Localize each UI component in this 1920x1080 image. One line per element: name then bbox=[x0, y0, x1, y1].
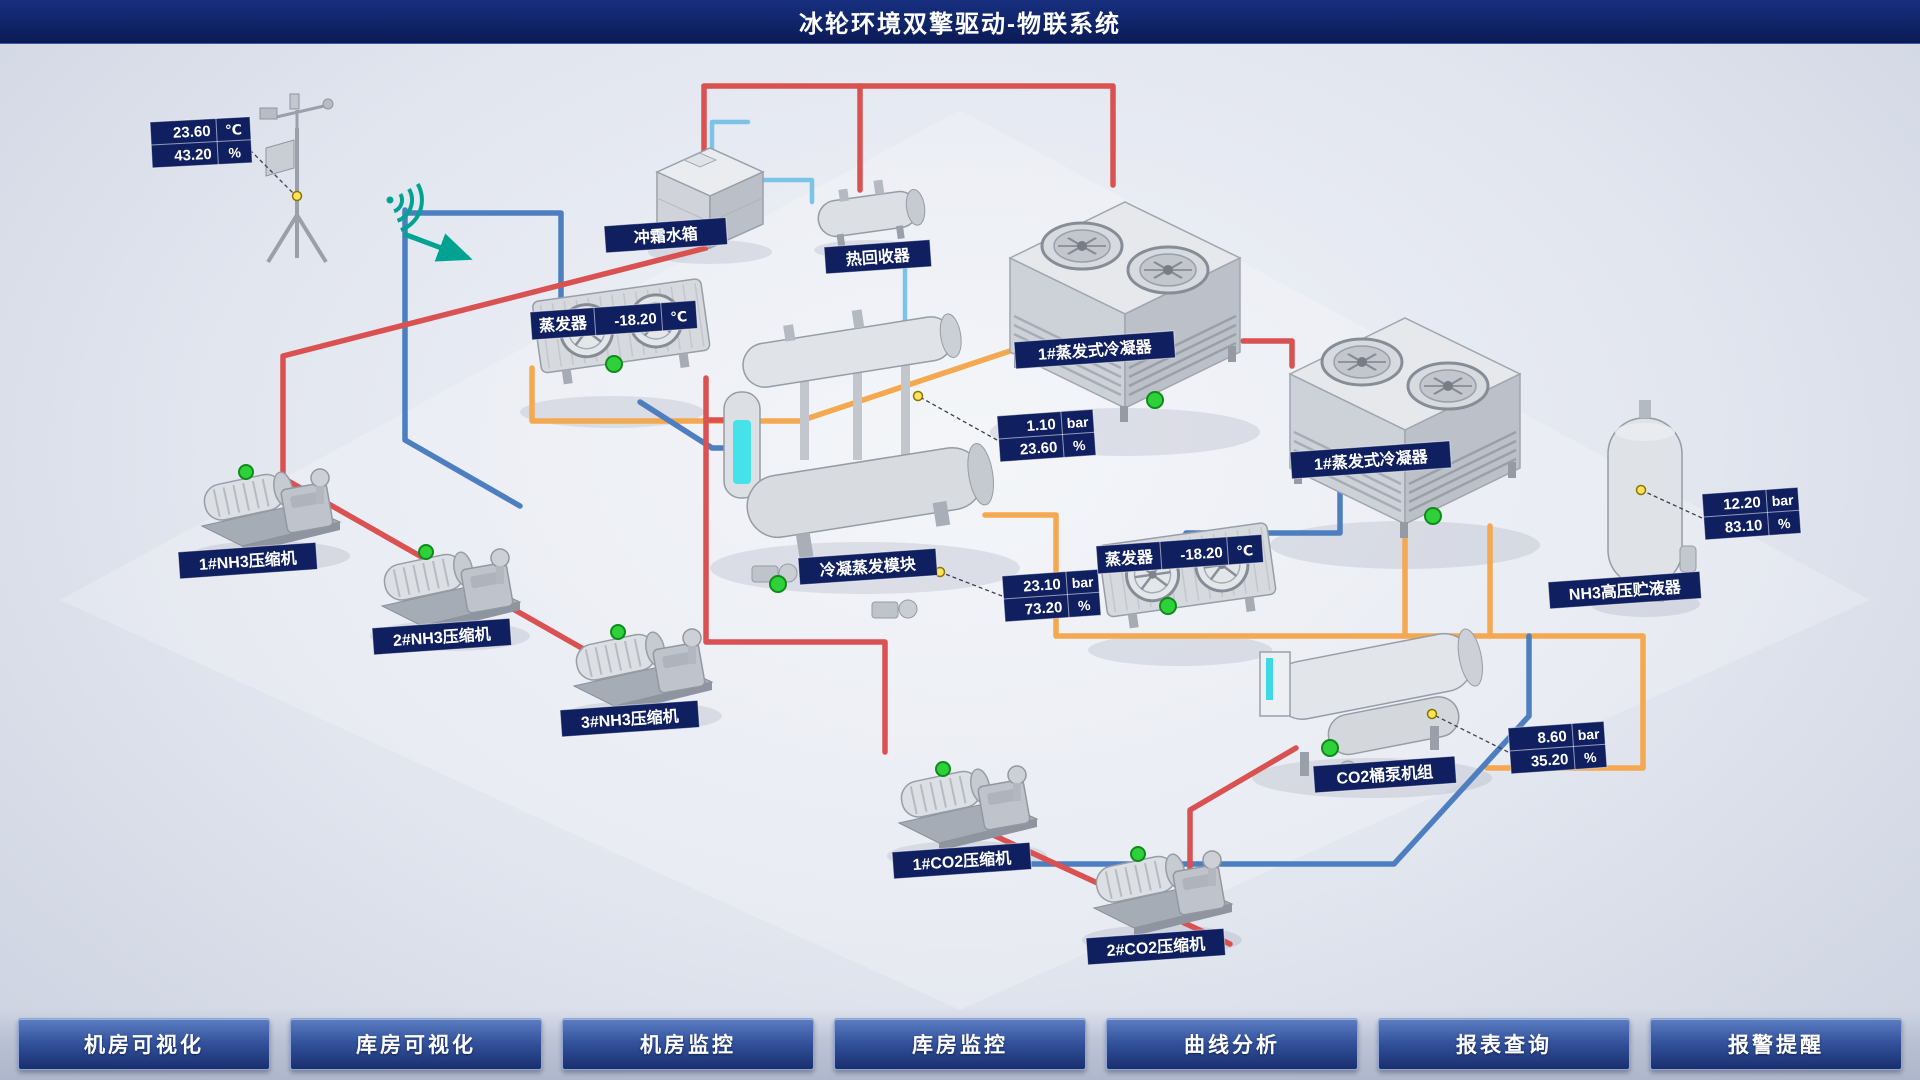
svg-text:℃: ℃ bbox=[670, 308, 688, 325]
nh3-compressor-3-label: 3#NH3压缩机 bbox=[559, 699, 701, 738]
svg-text:bar: bar bbox=[1071, 574, 1094, 592]
status-indicators bbox=[605, 355, 1442, 757]
svg-text:73.20: 73.20 bbox=[1024, 599, 1063, 619]
bottom-nav: 机房可视化 库房可视化 机房监控 库房监控 曲线分析 报表查询 报警提醒 bbox=[0, 1008, 1920, 1080]
nav-report-query[interactable]: 报表查询 bbox=[1378, 1018, 1630, 1070]
svg-text:蒸发器: 蒸发器 bbox=[1104, 547, 1154, 569]
svg-text:83.10: 83.10 bbox=[1724, 517, 1763, 537]
status-evaporator-2 bbox=[1159, 597, 1177, 615]
svg-text:-18.20: -18.20 bbox=[1180, 544, 1224, 564]
nh3-receiver-label: NH3高压贮液器 bbox=[1547, 570, 1703, 610]
svg-text:热回收器: 热回收器 bbox=[845, 245, 911, 268]
svg-text:12.20: 12.20 bbox=[1723, 494, 1762, 514]
module-gauge-top: 1.10 bar 23.60 % bbox=[996, 408, 1097, 463]
nh3-receiver-gauge: 12.20 bar 83.10 % bbox=[1701, 486, 1802, 541]
co2-compressor-2-label: 2#CO2压缩机 bbox=[1085, 927, 1227, 966]
header-bar: 冰轮环境双擎驱动-物联系统 bbox=[0, 0, 1920, 44]
svg-text:35.20: 35.20 bbox=[1530, 751, 1569, 771]
co2-compressor-1-label: 1#CO2压缩机 bbox=[891, 841, 1033, 880]
svg-text:23.10: 23.10 bbox=[1023, 576, 1062, 596]
page-title: 冰轮环境双擎驱动-物联系统 bbox=[799, 11, 1121, 38]
evaporator-2-badge: 蒸发器 -18.20 ℃ bbox=[1095, 533, 1265, 575]
nav-machine-room-visual[interactable]: 机房可视化 bbox=[18, 1018, 270, 1070]
flow-arrow-icon bbox=[403, 231, 473, 262]
svg-text:%: % bbox=[1583, 749, 1597, 766]
svg-text:8.60: 8.60 bbox=[1537, 728, 1567, 747]
svg-text:23.60: 23.60 bbox=[1019, 439, 1058, 459]
module-pump-2 bbox=[871, 599, 918, 619]
evaporator-1-badge: 蒸发器 -18.20 ℃ bbox=[529, 299, 699, 341]
svg-text:bar: bar bbox=[1577, 726, 1600, 744]
nav-machine-room-monitor[interactable]: 机房监控 bbox=[562, 1018, 814, 1070]
condenser-1-label: 1#蒸发式冷凝器 bbox=[1013, 330, 1177, 370]
heat-recovery-label: 热回收器 bbox=[823, 239, 933, 275]
nav-warehouse-monitor[interactable]: 库房监控 bbox=[834, 1018, 1086, 1070]
sensor-leaders bbox=[249, 149, 1703, 753]
svg-text:1.10: 1.10 bbox=[1026, 416, 1056, 435]
weather-station bbox=[259, 93, 334, 264]
cabinet-screen bbox=[1266, 658, 1273, 700]
status-condenser-2 bbox=[1424, 507, 1442, 525]
svg-text:43.20: 43.20 bbox=[174, 146, 212, 165]
nh3-compressor-1-label: 1#NH3压缩机 bbox=[177, 541, 319, 580]
status-condenser-1 bbox=[1146, 391, 1164, 409]
module-label: 冷凝蒸发模块 bbox=[797, 547, 939, 586]
nav-curve-analysis[interactable]: 曲线分析 bbox=[1106, 1018, 1358, 1070]
wifi-signal-icon bbox=[386, 183, 473, 262]
svg-text:bar: bar bbox=[1771, 492, 1794, 510]
co2-unit-label: CO2桶泵机组 bbox=[1312, 755, 1458, 794]
co2-unit-gauge: 8.60 bar 35.20 % bbox=[1507, 720, 1608, 775]
svg-text:bar: bar bbox=[1066, 414, 1089, 432]
svg-text:%: % bbox=[1072, 437, 1086, 454]
level-gauge bbox=[733, 420, 751, 484]
svg-text:%: % bbox=[1077, 597, 1091, 614]
svg-text:%: % bbox=[228, 144, 242, 161]
nav-alarm-alert[interactable]: 报警提醒 bbox=[1650, 1018, 1902, 1070]
status-module bbox=[769, 575, 787, 593]
svg-text:23.60: 23.60 bbox=[173, 123, 211, 142]
defrost-tank-label: 冲霜水箱 bbox=[603, 216, 729, 254]
module-gauge-bottom: 23.10 bar 73.20 % bbox=[1001, 568, 1102, 623]
status-co2-unit bbox=[1321, 739, 1339, 757]
nav-warehouse-visual[interactable]: 库房可视化 bbox=[290, 1018, 542, 1070]
weather-gauge-badge: 23.60 ℃ 43.20 % bbox=[149, 116, 253, 169]
svg-text:-18.20: -18.20 bbox=[614, 310, 658, 330]
svg-text:%: % bbox=[1777, 515, 1791, 532]
svg-text:蒸发器: 蒸发器 bbox=[538, 313, 588, 335]
heat-recovery-unit bbox=[817, 179, 926, 248]
condensing-evaporation-module bbox=[723, 309, 994, 619]
status-evaporator-1 bbox=[605, 355, 623, 373]
condenser-2-label: 1#蒸发式冷凝器 bbox=[1289, 440, 1453, 480]
svg-text:℃: ℃ bbox=[225, 121, 243, 138]
nh3-compressor-2-label: 2#NH3压缩机 bbox=[371, 617, 513, 656]
svg-text:冲霜水箱: 冲霜水箱 bbox=[633, 224, 698, 247]
svg-text:℃: ℃ bbox=[1236, 542, 1254, 559]
